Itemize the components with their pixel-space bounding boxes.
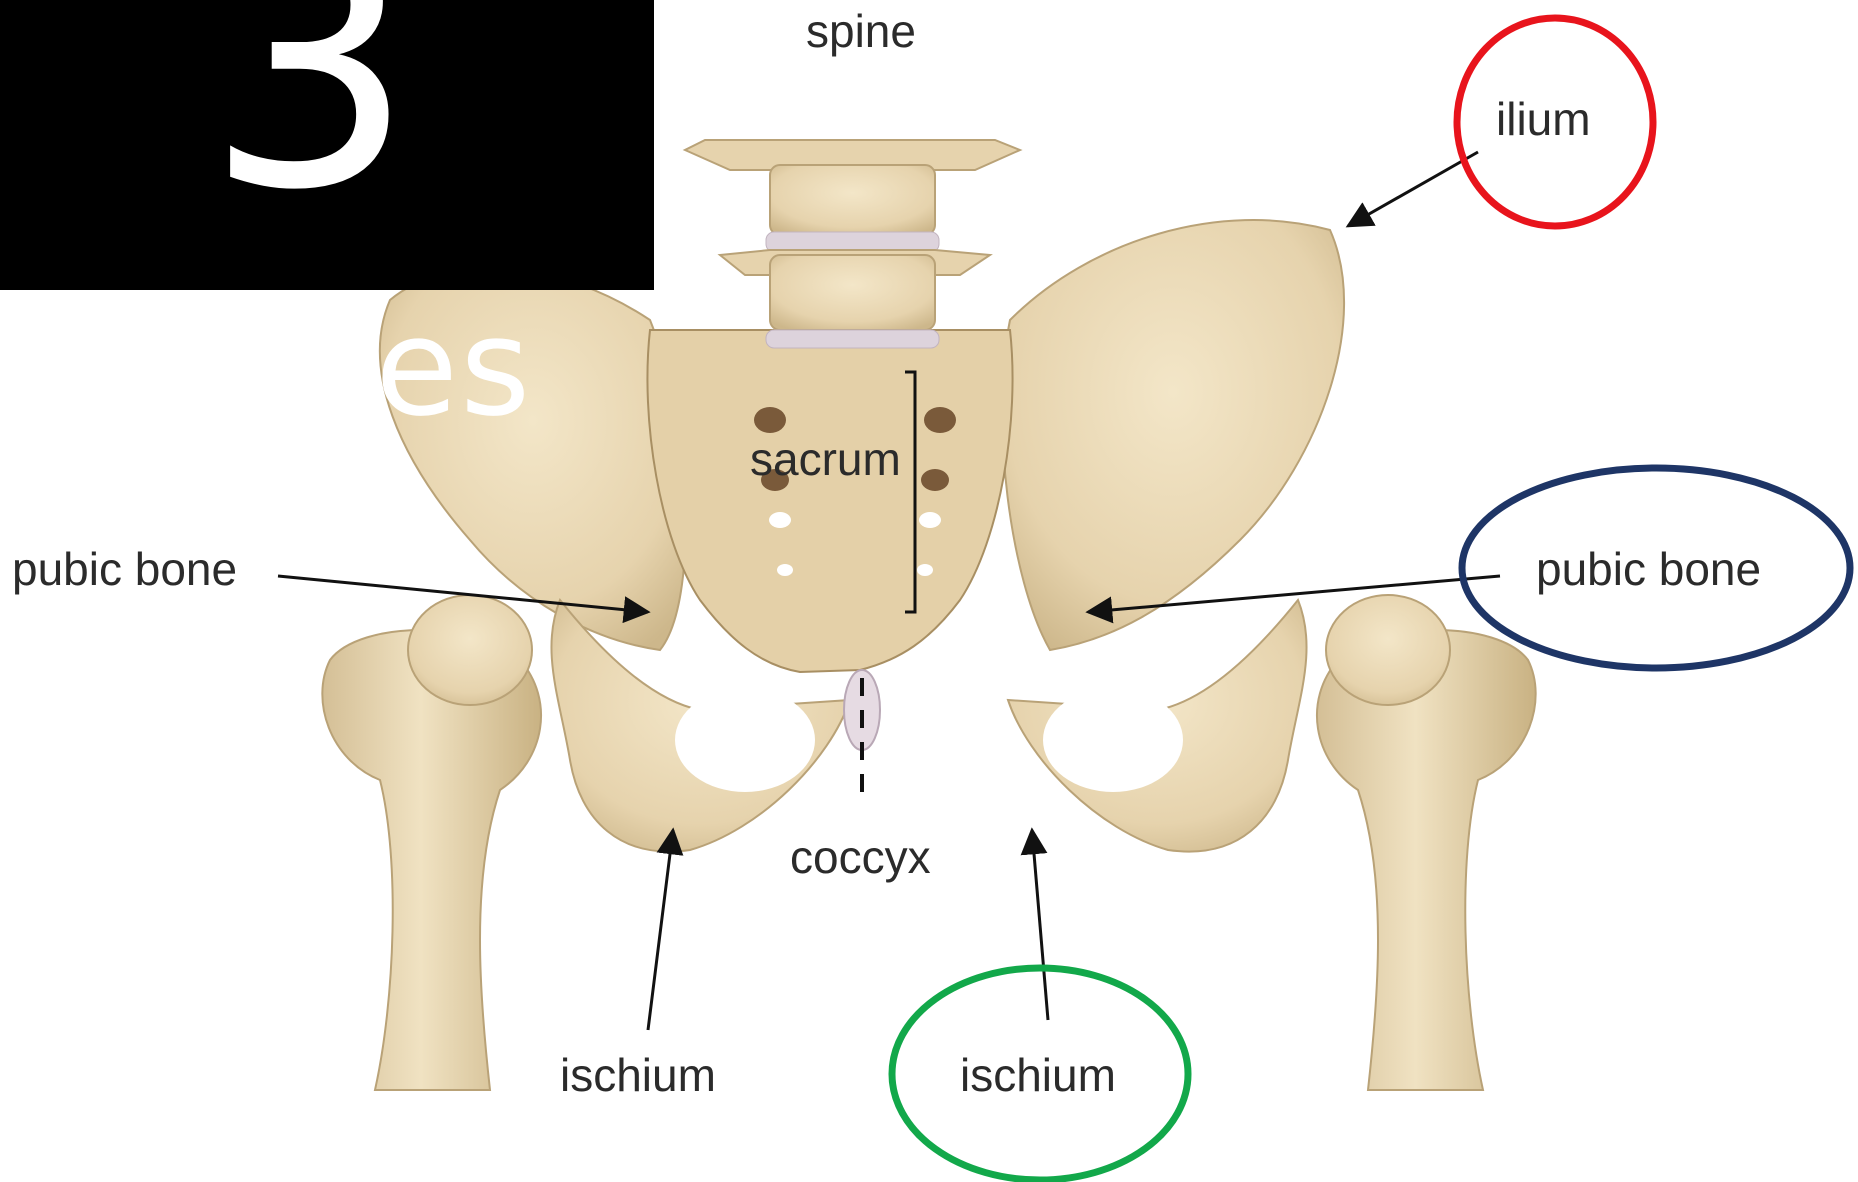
arrow-ilium <box>1348 152 1478 226</box>
label-spine: spine <box>806 8 916 54</box>
label-ilium: ilium <box>1496 96 1591 142</box>
label-pubic-bone-right: pubic bone <box>1536 546 1761 592</box>
label-coccyx: coccyx <box>790 834 931 880</box>
slide-title-fragment: es <box>375 300 532 435</box>
right-ilium <box>1002 220 1344 650</box>
arrow-ischium-left <box>648 830 673 1030</box>
label-sacrum: sacrum <box>750 436 901 482</box>
label-ischium-left: ischium <box>560 1052 716 1098</box>
slide-number: 3 <box>205 0 415 235</box>
left-femur <box>322 595 541 1090</box>
slide-number-box: 3 <box>0 0 654 290</box>
sacrum <box>647 330 1012 672</box>
lumbar-vertebrae <box>685 140 1020 348</box>
right-femur <box>1317 595 1536 1090</box>
label-pubic-bone-left: pubic bone <box>12 546 237 592</box>
arrow-ischium-right <box>1032 830 1048 1020</box>
label-ischium-right: ischium <box>960 1052 1116 1098</box>
